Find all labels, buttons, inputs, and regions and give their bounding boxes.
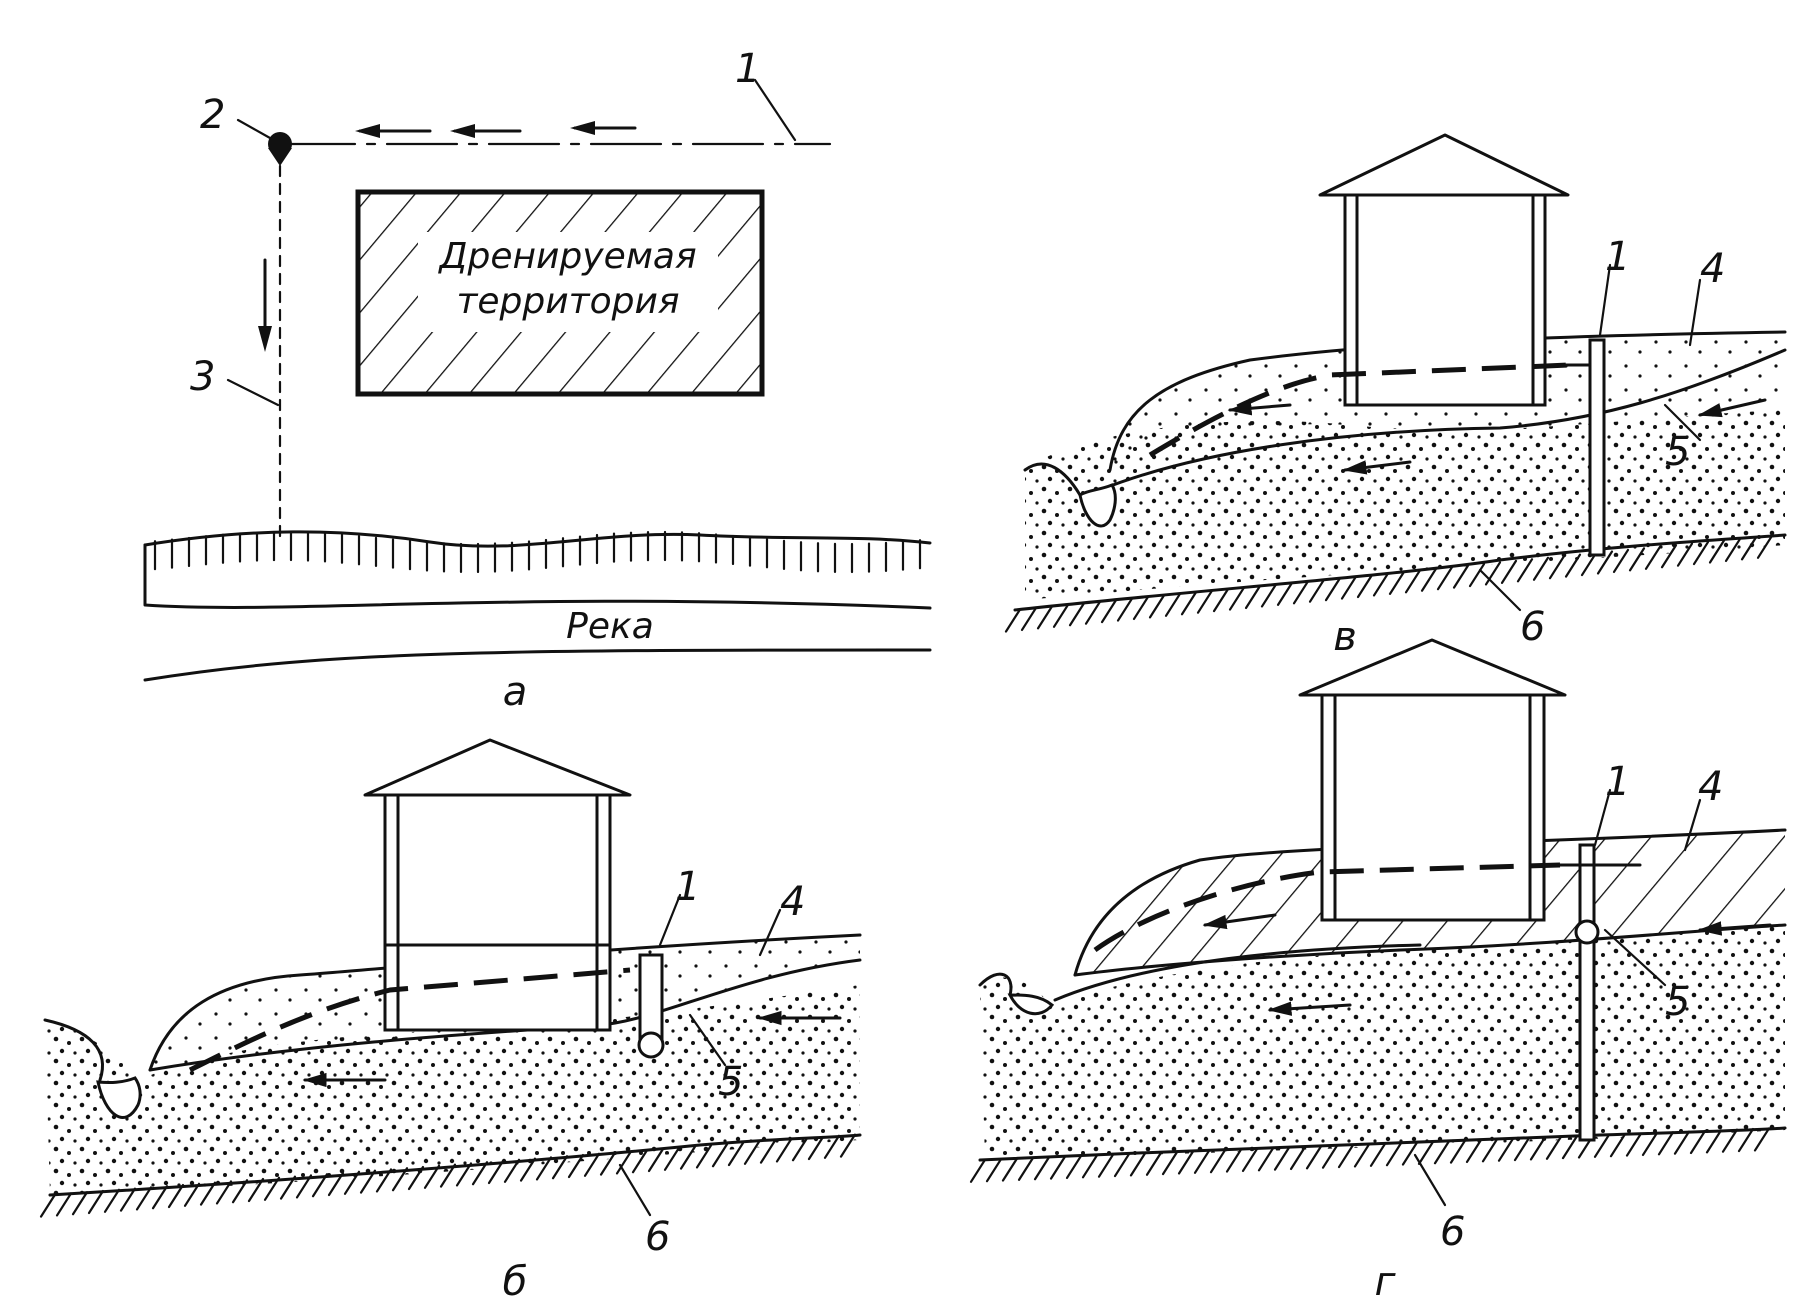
water-table-g (1093, 862, 1561, 953)
callout-b-4: 4 (780, 879, 805, 925)
arrow-left-icon (1227, 398, 1767, 475)
river-bank (143, 530, 932, 548)
river-far-bank (143, 648, 932, 682)
panel-letter-v: в (1333, 614, 1357, 660)
drained-area-label-1: Дренируемая (437, 236, 696, 277)
river-bank-ticks (153, 530, 922, 574)
panel-g: 1 4 5 6 г (969, 638, 1787, 1305)
panel-letter-g: г (1374, 1259, 1396, 1305)
pin-icon (268, 132, 292, 166)
bedrock-hatching (1004, 534, 1774, 633)
drain-trench-b (638, 953, 664, 1042)
stream (1078, 483, 1117, 528)
arrow-left-icon (1202, 913, 1772, 1016)
callout-b-6: 6 (645, 1214, 670, 1260)
callout-b-5: 5 (718, 1059, 743, 1105)
stream-b (96, 1076, 142, 1119)
panel-letter-a: а (503, 669, 528, 715)
callout-v-1: 1 (1605, 234, 1630, 280)
callout-2: 2 (200, 92, 225, 138)
panel-letter-b: б (503, 1259, 528, 1305)
house-icon (1298, 638, 1567, 922)
bedrock-line-b (48, 1133, 862, 1197)
callout-g-4: 4 (1698, 764, 1723, 810)
drained-area-label-2: территория (456, 281, 679, 322)
callout-g-1: 1 (1605, 759, 1630, 805)
bedrock-line-g (978, 1126, 1787, 1162)
drain-well (1588, 338, 1606, 557)
callout-g-6: 6 (1440, 1209, 1465, 1255)
arrow-left-icon (302, 1010, 842, 1088)
panel-b: 1 4 5 6 б (39, 738, 862, 1305)
flow-arrow-down-icon (258, 258, 272, 352)
house-icon (1318, 133, 1570, 407)
water-table-b (188, 967, 631, 1073)
bedrock-hatching-g (969, 1127, 1771, 1183)
callout-b-1: 1 (675, 864, 700, 910)
bedrock-hatching-b (39, 1133, 857, 1218)
river-label: Река (566, 606, 654, 647)
panel-a: Дренируемая территория Река 2 1 3 а (143, 46, 932, 715)
drain-pipe-g (1574, 919, 1600, 945)
stream-g (1007, 993, 1055, 1016)
flow-arrow-icon (355, 121, 637, 138)
callout-v-5: 5 (1665, 429, 1690, 475)
callout-1: 1 (735, 46, 760, 92)
house-icon (363, 738, 632, 1032)
callout-v-4: 4 (1700, 246, 1725, 292)
drain-pipe-b (637, 1031, 665, 1059)
drain-well-g (1578, 843, 1596, 1142)
callout-g-5: 5 (1665, 979, 1690, 1025)
callout-3: 3 (190, 354, 215, 400)
callout-v-6: 6 (1520, 604, 1545, 650)
panel-v: 1 4 5 6 в (1004, 133, 1787, 660)
bedrock-line (1013, 533, 1787, 612)
